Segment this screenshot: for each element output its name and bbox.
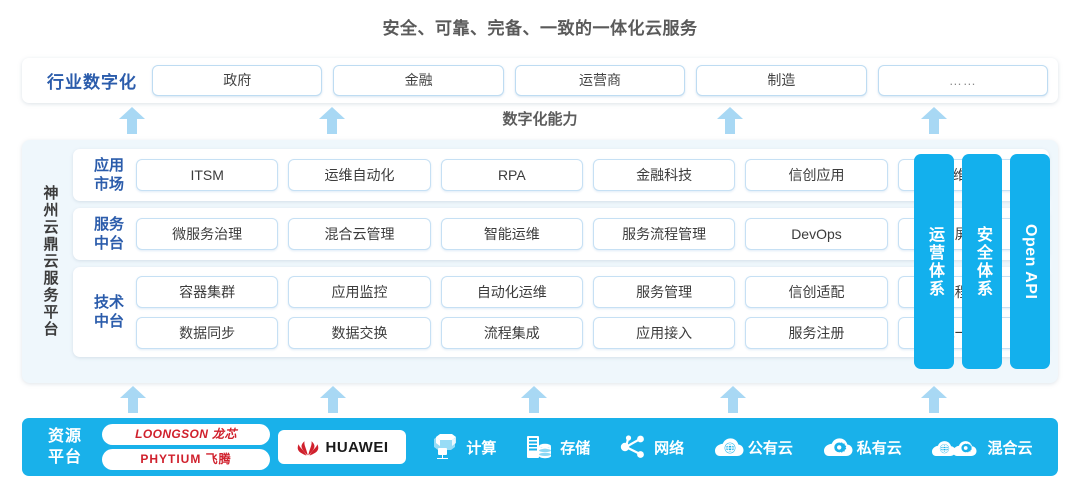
up-arrow-icon-5: [120, 386, 146, 413]
capability-label: 数字化能力: [502, 111, 578, 128]
storage-icon: [523, 434, 553, 460]
resource-item-compute[interactable]: 计算: [429, 434, 496, 460]
industry-item-government[interactable]: 政府: [152, 65, 323, 96]
resource-label-line2: 平台: [47, 449, 82, 466]
app-market-label-line2: 市场: [93, 176, 124, 193]
resource-item-list: 计算: [416, 434, 1046, 460]
up-arrow-icon-2: [319, 107, 345, 134]
servers-icon: [429, 434, 459, 460]
industry-digitalization-row: 行业数字化 政府 金融 运营商 制造 ……: [22, 58, 1058, 103]
resource-uplink-band: [0, 386, 1080, 416]
industry-item-manufacturing[interactable]: 制造: [696, 65, 867, 96]
up-arrow-icon-1: [119, 107, 145, 134]
up-arrow-icon-6: [320, 386, 346, 413]
tech-platform-label-line2: 中台: [93, 313, 124, 330]
loongson-logo[interactable]: LOONGSON 龙芯: [102, 424, 270, 445]
resource-item-storage[interactable]: 存储: [523, 434, 590, 460]
cell-xinchuang-adaptation[interactable]: 信创适配: [745, 275, 888, 308]
cell-app-monitoring[interactable]: 应用监控: [288, 275, 431, 308]
private-cloud-icon: [820, 434, 853, 460]
resource-item-storage-label: 存储: [560, 439, 591, 457]
industry-item-finance[interactable]: 金融: [333, 65, 504, 96]
cell-fintech[interactable]: 金融科技: [592, 159, 736, 191]
side-bar-security-label: 安全体系: [974, 225, 991, 298]
huawei-logo[interactable]: HUAWEI: [278, 430, 406, 464]
service-platform-label-line1: 服务: [93, 216, 124, 233]
resource-item-compute-label: 计算: [466, 439, 497, 457]
platform-row-stack: 应用 市场 ITSM 运维自动化 RPA 金融科技 信创应用 运维/运营 服务 …: [69, 149, 1049, 374]
industry-item-telecom[interactable]: 运营商: [514, 65, 686, 96]
cell-app-access[interactable]: 应用接入: [592, 316, 736, 349]
resource-label-line1: 资源: [47, 428, 82, 445]
tech-platform-cells-top: 容器集群 应用监控 自动化运维 服务管理 信创适配 流程引擎: [136, 275, 1040, 308]
industry-item-more[interactable]: ……: [877, 65, 1049, 96]
cell-data-sync[interactable]: 数据同步: [136, 316, 279, 349]
side-bar-operations-system[interactable]: 运营体系: [914, 154, 954, 369]
cell-process-integration[interactable]: 流程集成: [440, 316, 583, 349]
side-bar-open-api[interactable]: Open API: [1010, 154, 1050, 369]
platform-side-bars: 运营体系 安全体系 Open API: [914, 154, 1050, 369]
resource-item-network-label: 网络: [654, 439, 685, 457]
huawei-flower-icon: [296, 438, 320, 456]
app-market-cells: ITSM 运维自动化 RPA 金融科技 信创应用 运维/运营: [136, 159, 1040, 191]
cell-xinchuang-app[interactable]: 信创应用: [745, 159, 888, 191]
resource-platform-label: 资源 平台: [34, 426, 96, 468]
up-arrow-icon-4: [921, 107, 947, 134]
cell-ops-automation[interactable]: 运维自动化: [288, 159, 431, 191]
up-arrow-icon-3: [717, 107, 743, 134]
cell-service-registry[interactable]: 服务注册: [745, 316, 888, 349]
resource-item-hybrid-cloud[interactable]: 混合云: [929, 434, 1033, 460]
resource-platform-bar: 资源 平台 LOONGSON 龙芯 PHYTIUM 飞腾 HUAWEI: [22, 418, 1058, 476]
cell-service-process-management[interactable]: 服务流程管理: [592, 218, 736, 250]
public-cloud-icon: [711, 434, 744, 460]
cell-hybrid-cloud-management[interactable]: 混合云管理: [288, 218, 431, 250]
platform-vertical-title: 神州云鼎云服务平台: [41, 185, 59, 338]
cell-microservice-governance[interactable]: 微服务治理: [136, 218, 279, 250]
up-arrow-icon-7: [521, 386, 547, 413]
up-arrow-icon-8: [720, 386, 746, 413]
resource-item-private-cloud[interactable]: 私有云: [820, 434, 902, 460]
app-market-row: 应用 市场 ITSM 运维自动化 RPA 金融科技 信创应用 运维/运营: [73, 149, 1049, 201]
hybrid-cloud-icon: [929, 434, 981, 460]
cloud-service-platform-panel: 神州云鼎云服务平台 应用 市场 ITSM 运维自动化 RPA 金融科技 信创应用…: [22, 140, 1058, 383]
tech-platform-cells-bottom: 数据同步 数据交换 流程集成 应用接入 服务注册 统一认证: [136, 316, 1040, 349]
phytium-logo[interactable]: PHYTIUM 飞腾: [102, 449, 270, 470]
cell-service-management[interactable]: 服务管理: [592, 275, 736, 308]
industry-row-label: 行业数字化: [47, 73, 137, 92]
digital-capability-band: 数字化能力: [0, 105, 1080, 137]
huawei-wordmark: HUAWEI: [325, 438, 389, 456]
cell-automated-ops[interactable]: 自动化运维: [440, 275, 583, 308]
side-bar-security-system[interactable]: 安全体系: [962, 154, 1002, 369]
resource-item-public-cloud-label: 公有云: [747, 439, 793, 457]
network-icon: [617, 434, 647, 460]
tech-platform-row: 技术 中台 容器集群 应用监控 自动化运维 服务管理 信创适配 流程引擎 数据同…: [73, 267, 1049, 357]
cell-aiops[interactable]: 智能运维: [440, 218, 583, 250]
cell-devops[interactable]: DevOps: [745, 218, 888, 250]
tech-platform-label-line1: 技术: [93, 294, 124, 311]
resource-item-network[interactable]: 网络: [617, 434, 684, 460]
app-market-label: 应用 市场: [82, 156, 136, 194]
service-platform-cells: 微服务治理 混合云管理 智能运维 服务流程管理 DevOps 大屏展示: [136, 218, 1040, 250]
page-title: 安全、可靠、完备、一致的一体化云服务: [382, 19, 698, 38]
industry-item-list: 政府 金融 运营商 制造 ……: [152, 65, 1049, 96]
cell-rpa[interactable]: RPA: [440, 159, 583, 191]
cell-container-cluster[interactable]: 容器集群: [136, 275, 279, 308]
resource-item-public-cloud[interactable]: 公有云: [711, 434, 793, 460]
cpu-vendor-chips: LOONGSON 龙芯 PHYTIUM 飞腾: [102, 424, 270, 470]
service-platform-label-line2: 中台: [93, 235, 124, 252]
service-platform-row: 服务 中台 微服务治理 混合云管理 智能运维 服务流程管理 DevOps 大屏展…: [73, 208, 1049, 260]
tech-platform-label: 技术 中台: [82, 293, 136, 331]
resource-item-hybrid-cloud-label: 混合云: [987, 439, 1033, 457]
up-arrow-icon-9: [921, 386, 947, 413]
cell-itsm[interactable]: ITSM: [136, 159, 279, 191]
resource-item-private-cloud-label: 私有云: [856, 439, 902, 457]
tech-platform-cells: 容器集群 应用监控 自动化运维 服务管理 信创适配 流程引擎 数据同步 数据交换…: [136, 275, 1040, 349]
side-bar-open-api-label: Open API: [1022, 223, 1039, 300]
app-market-label-line1: 应用: [93, 157, 124, 174]
side-bar-operations-label: 运营体系: [926, 225, 943, 298]
service-platform-label: 服务 中台: [82, 215, 136, 253]
cell-data-exchange[interactable]: 数据交换: [288, 316, 431, 349]
